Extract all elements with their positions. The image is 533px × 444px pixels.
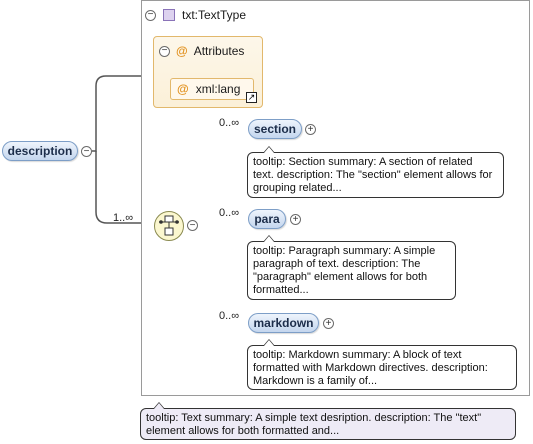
complex-type-name: txt:TextType	[182, 8, 247, 22]
section-occurrence: 0..∞	[219, 117, 240, 129]
attribute-group-icon: @	[176, 44, 188, 58]
section-tooltip: tooltip: Section summary: A section of r…	[247, 152, 504, 198]
attribute-icon: @	[177, 82, 189, 96]
attribute-name: xml:lang	[195, 82, 241, 96]
sequence-icon	[159, 215, 179, 236]
root-collapse-button[interactable]: −	[81, 146, 92, 157]
attribute-xml-lang[interactable]: @ xml:lang ↗	[170, 78, 257, 103]
attributes-header: − @ Attributes	[159, 44, 244, 58]
complex-type-icon	[163, 9, 175, 21]
markdown-occurrence: 0..∞	[219, 310, 240, 322]
para-tooltip-arrow	[263, 235, 275, 242]
element-section[interactable]: section	[248, 119, 302, 139]
reference-link-icon[interactable]: ↗	[246, 92, 257, 103]
section-tooltip-arrow	[263, 146, 275, 153]
sequence-occurrence: 1..∞	[113, 212, 134, 224]
complex-type-header: − txt:TextType	[145, 6, 246, 24]
type-tooltip: tooltip: Text summary: A simple text des…	[140, 408, 516, 440]
element-markdown[interactable]: markdown	[248, 313, 319, 333]
section-expand-button[interactable]: +	[305, 124, 316, 135]
para-expand-button[interactable]: +	[290, 214, 301, 225]
para-tooltip: tooltip: Paragraph summary: A simple par…	[247, 241, 456, 300]
type-tooltip-arrow	[153, 402, 165, 409]
attributes-collapse-button[interactable]: −	[159, 45, 170, 57]
para-occurrence: 0..∞	[219, 207, 240, 219]
sequence-compositor[interactable]	[154, 211, 184, 241]
type-collapse-button[interactable]: −	[145, 9, 156, 21]
markdown-tooltip-arrow	[263, 339, 275, 346]
sequence-collapse-button[interactable]: −	[187, 220, 198, 231]
element-para[interactable]: para	[248, 209, 286, 229]
root-element-description[interactable]: description	[2, 141, 78, 161]
markdown-tooltip: tooltip: Markdown summary: A block of te…	[247, 345, 517, 390]
markdown-expand-button[interactable]: +	[323, 318, 334, 329]
attributes-title: Attributes	[193, 44, 245, 58]
